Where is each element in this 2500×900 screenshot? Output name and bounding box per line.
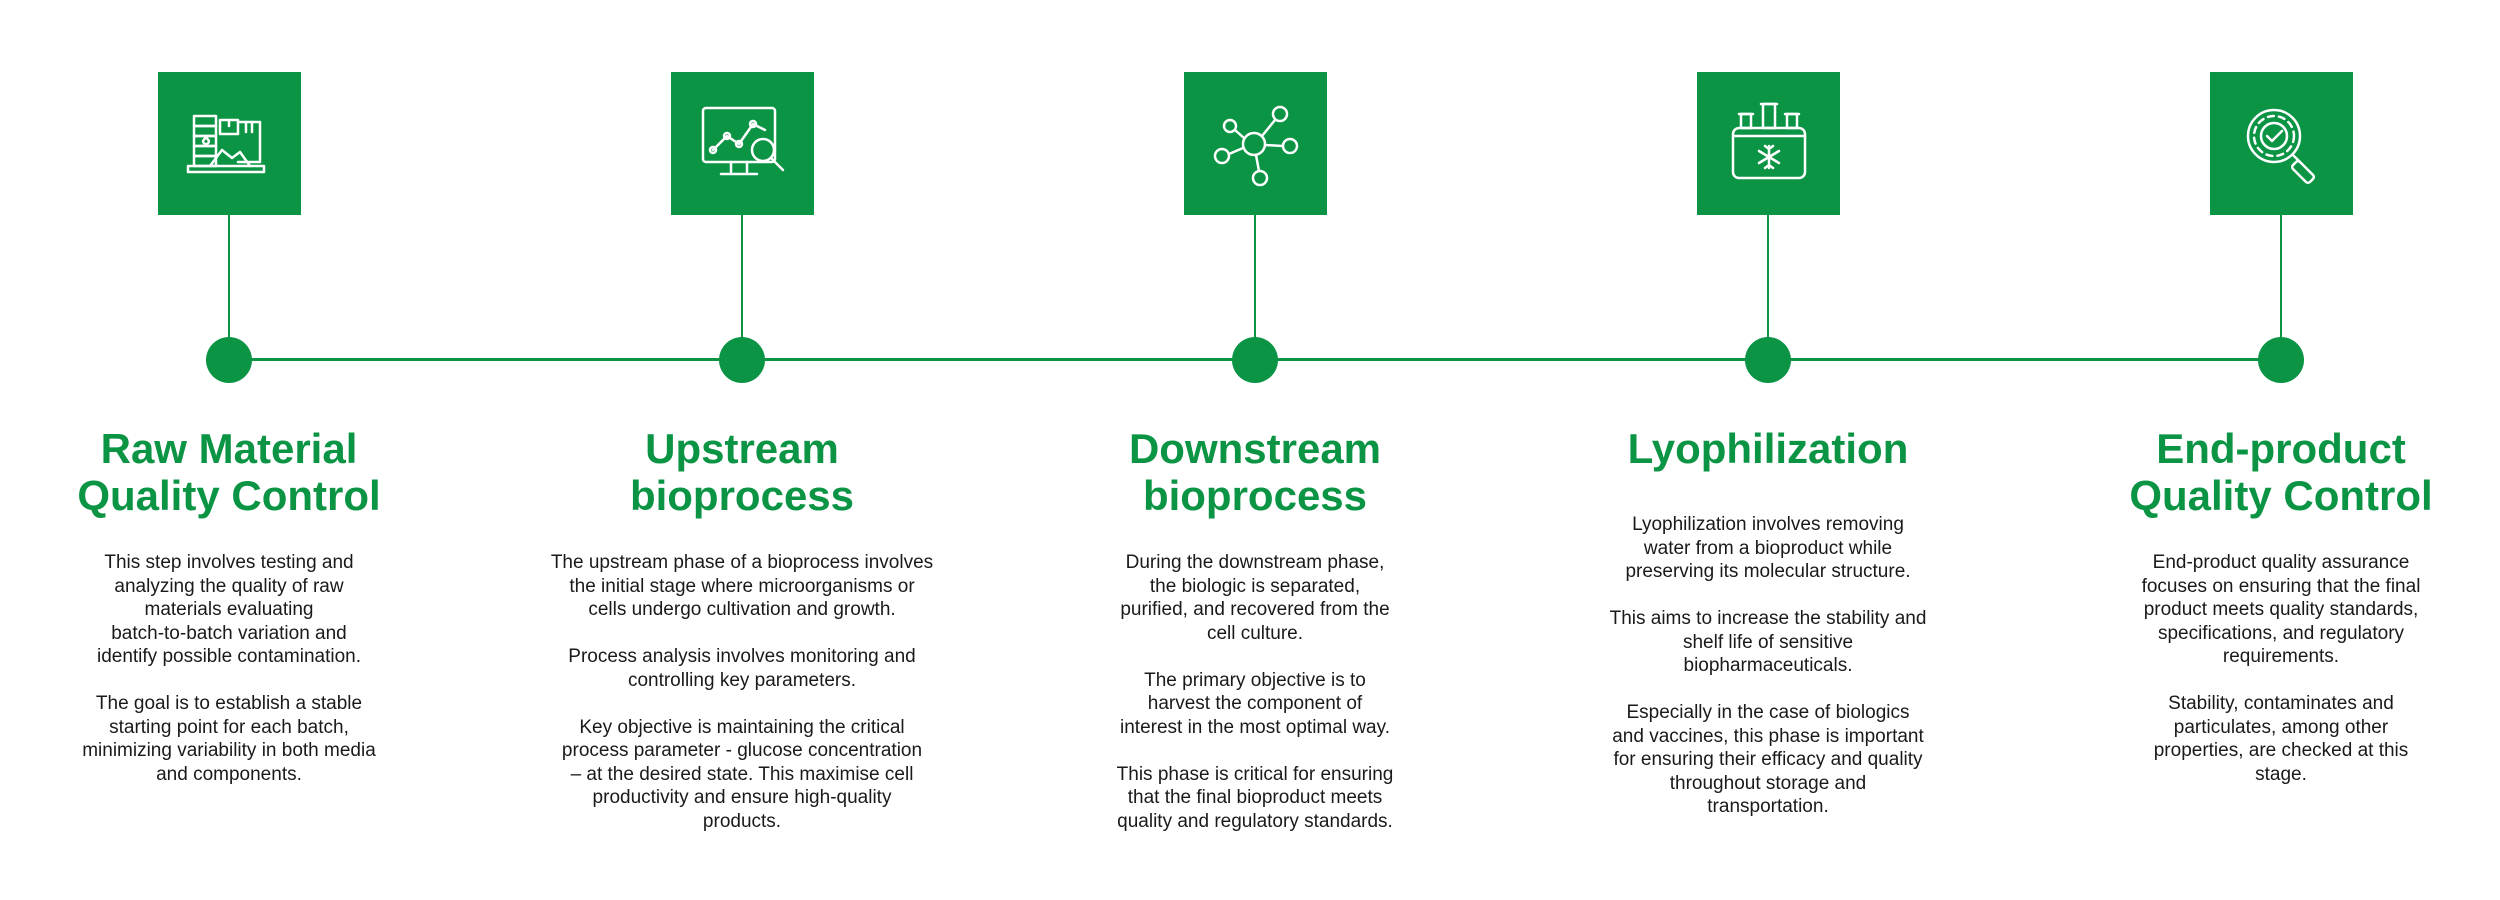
- description-paragraph: Especially in the case of biologics and …: [1612, 702, 1924, 817]
- stage-title: Downstream bioprocess: [1128, 425, 1382, 519]
- description-paragraph: This step involves testing and analyzing…: [96, 552, 362, 667]
- stage-title: Lyophilization: [1627, 425, 1909, 472]
- description-paragraph: During the downstream phase, the biologi…: [1120, 552, 1390, 644]
- monitor-analysis-icon: [701, 106, 784, 175]
- connector-stem: [741, 215, 743, 360]
- icon-tile: [2210, 72, 2353, 215]
- quality-check-icon: [2246, 108, 2315, 184]
- icon-tile: [158, 72, 301, 215]
- description-paragraph: Key objective is maintaining the critica…: [561, 716, 923, 832]
- stage-end-product-qc: End-product Quality Control End-product …: [2041, 0, 2500, 900]
- stage-description: Lyophilization involves removing water f…: [1548, 513, 1988, 842]
- description-paragraph: The goal is to establish a stable starti…: [82, 693, 376, 785]
- stage-description: This step involves testing and analyzing…: [9, 551, 449, 810]
- stage-downstream-bioprocess: Downstream bioprocess During the downstr…: [1015, 0, 1495, 900]
- timeline-dot: [1745, 337, 1791, 383]
- description-paragraph: Lyophilization involves removing water f…: [1625, 514, 1911, 582]
- icon-tile: [1184, 72, 1327, 215]
- connector-stem: [1254, 215, 1256, 360]
- timeline-dot: [1232, 337, 1278, 383]
- description-paragraph: This aims to increase the stability and …: [1609, 608, 1927, 676]
- stage-title: Upstream bioprocess: [629, 425, 855, 519]
- freeze-dryer-icon: [1731, 102, 1806, 179]
- timeline-dot: [719, 337, 765, 383]
- stage-raw-material-qc: Raw Material Quality Control This step i…: [0, 0, 469, 900]
- molecule-icon: [1213, 105, 1298, 186]
- connector-stem: [228, 215, 230, 360]
- description-paragraph: This phase is critical for ensuring that…: [1116, 763, 1394, 832]
- stage-description: End-product quality assurance focuses on…: [2061, 551, 2500, 810]
- description-paragraph: Stability, contaminates and particulates…: [2153, 693, 2409, 785]
- icon-tile: [671, 72, 814, 215]
- stage-title: Raw Material Quality Control: [77, 425, 381, 519]
- stage-description: The upstream phase of a bioprocess invol…: [522, 551, 962, 857]
- stage-title: End-product Quality Control: [2129, 425, 2433, 519]
- raw-materials-icon: [186, 114, 265, 173]
- timeline-dot: [2258, 337, 2304, 383]
- connector-stem: [2280, 215, 2282, 360]
- timeline-dot: [206, 337, 252, 383]
- stage-upstream-bioprocess: Upstream bioprocess The upstream phase o…: [502, 0, 982, 900]
- description-paragraph: End-product quality assurance focuses on…: [2141, 552, 2421, 667]
- stage-lyophilization: Lyophilization Lyophilization involves r…: [1528, 0, 2008, 900]
- icon-tile: [1697, 72, 1840, 215]
- description-paragraph: Process analysis involves monitoring and…: [568, 646, 916, 691]
- description-paragraph: The upstream phase of a bioprocess invol…: [550, 552, 934, 620]
- connector-stem: [1767, 215, 1769, 360]
- description-paragraph: The primary objective is to harvest the …: [1120, 669, 1390, 738]
- stage-description: During the downstream phase, the biologi…: [1035, 551, 1475, 857]
